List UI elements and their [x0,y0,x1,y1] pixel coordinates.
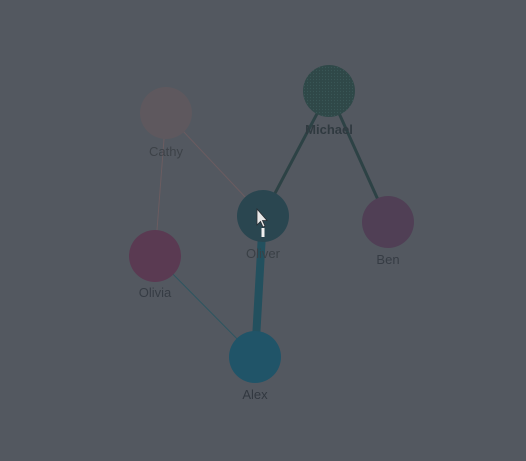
node-alex[interactable]: Alex [229,331,281,402]
node-label-olivia: Olivia [139,285,172,300]
mouse-cursor-icon [256,207,268,237]
node-cathy[interactable]: Cathy [140,87,192,159]
node-circle-ben[interactable] [362,196,414,248]
node-circle-olivia[interactable] [129,230,181,282]
node-label-michael: Michael [305,122,353,137]
node-olivia[interactable]: Olivia [129,230,181,300]
node-circle-alex[interactable] [229,331,281,383]
node-label-ben: Ben [376,252,399,267]
node-circle-cathy[interactable] [140,87,192,139]
node-label-cathy: Cathy [149,144,183,159]
node-circle-michael[interactable] [303,65,355,117]
node-label-alex: Alex [242,387,268,402]
node-label-oliver: Oliver [246,246,281,261]
node-michael[interactable]: Michael [303,65,355,137]
node-ben[interactable]: Ben [362,196,414,267]
